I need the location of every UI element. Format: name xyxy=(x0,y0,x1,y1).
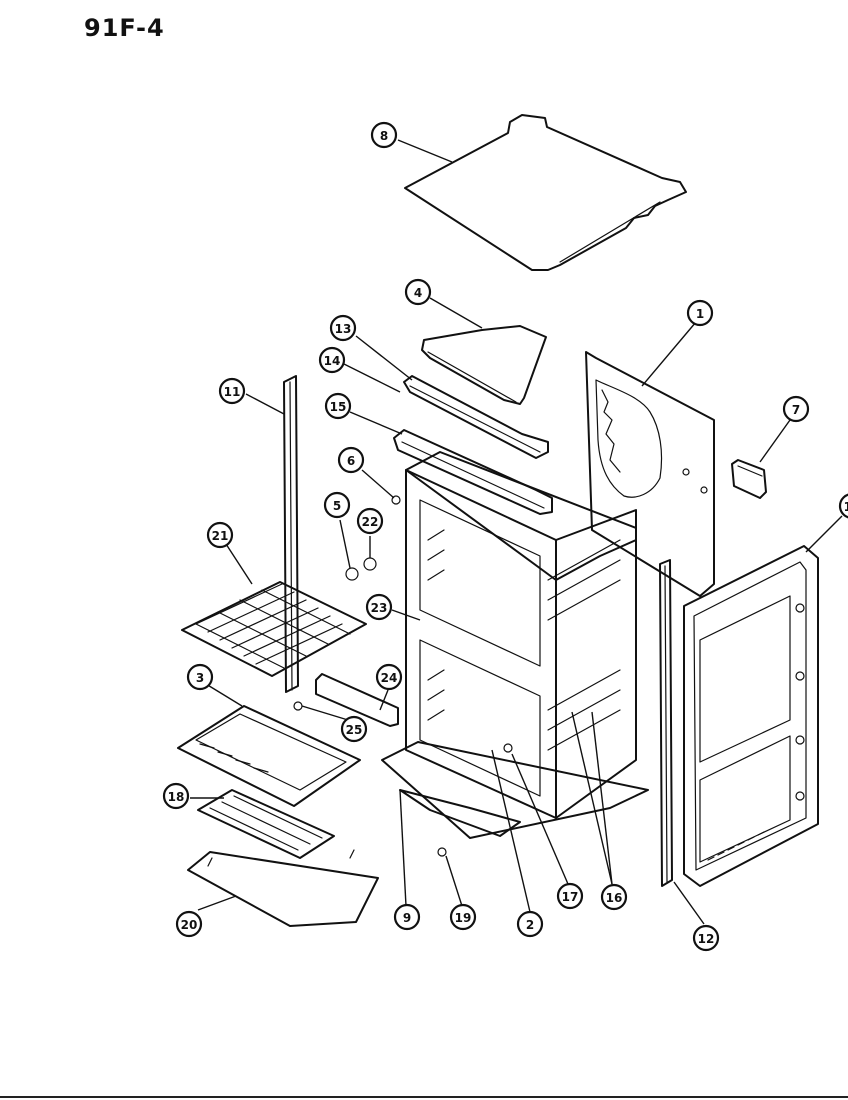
svg-text:14: 14 xyxy=(324,354,341,368)
callout-12: 12 xyxy=(692,924,720,952)
callout-9: 9 xyxy=(393,903,421,931)
long-rail-part xyxy=(283,375,299,693)
deflector-part xyxy=(421,325,547,405)
svg-text:7: 7 xyxy=(792,403,800,417)
callout-23: 23 xyxy=(365,593,393,621)
callout-15: 15 xyxy=(324,392,352,420)
callout-7: 7 xyxy=(782,395,810,423)
svg-text:8: 8 xyxy=(380,129,388,143)
callout-19: 19 xyxy=(449,903,477,931)
callout-25: 25 xyxy=(340,715,368,743)
callout-16: 16 xyxy=(600,883,628,911)
svg-text:13: 13 xyxy=(335,322,352,336)
svg-text:16: 16 xyxy=(606,891,623,905)
oven-cabinet-part xyxy=(381,451,649,839)
svg-text:24: 24 xyxy=(381,671,398,685)
top-panel-part xyxy=(404,114,687,271)
svg-text:6: 6 xyxy=(347,454,355,468)
broiler-insert-part xyxy=(197,789,335,859)
callout-21: 21 xyxy=(206,521,234,549)
page-title: 91F-4 xyxy=(84,14,165,42)
callout-2: 2 xyxy=(516,910,544,938)
front-panel-part xyxy=(683,545,819,887)
broiler-pan-part xyxy=(177,705,361,807)
side-panel-part xyxy=(585,351,715,597)
bottom-rule xyxy=(0,1096,848,1098)
oven-rack-part xyxy=(181,581,367,677)
svg-text:18: 18 xyxy=(168,790,185,804)
top-brackets-part xyxy=(393,375,553,515)
svg-text:2: 2 xyxy=(526,918,534,932)
svg-text:10: 10 xyxy=(844,500,848,514)
svg-text:17: 17 xyxy=(562,890,579,904)
svg-text:15: 15 xyxy=(330,400,347,414)
leader-lines xyxy=(190,139,843,925)
callout-8: 8 xyxy=(370,121,398,149)
svg-text:22: 22 xyxy=(362,515,379,529)
svg-text:4: 4 xyxy=(414,286,422,300)
svg-text:23: 23 xyxy=(371,601,388,615)
callout-22: 22 xyxy=(356,507,384,535)
callout-1: 1 xyxy=(686,299,714,327)
svg-text:21: 21 xyxy=(212,529,229,543)
svg-text:9: 9 xyxy=(403,911,411,925)
callout-5: 5 xyxy=(323,491,351,519)
callout-14: 14 xyxy=(318,346,346,374)
callout-17: 17 xyxy=(556,882,584,910)
callout-18: 18 xyxy=(162,782,190,810)
svg-text:20: 20 xyxy=(181,918,198,932)
tall-rail-part xyxy=(659,559,673,887)
svg-text:3: 3 xyxy=(196,671,204,685)
callout-20: 20 xyxy=(175,910,203,938)
drip-tray-part xyxy=(187,849,379,927)
small-bracket-part xyxy=(731,459,767,499)
svg-text:25: 25 xyxy=(346,723,363,737)
svg-text:11: 11 xyxy=(224,385,241,399)
svg-text:12: 12 xyxy=(698,932,715,946)
small-fasteners-part xyxy=(293,495,513,857)
callout-11: 11 xyxy=(218,377,246,405)
callout-3: 3 xyxy=(186,663,214,691)
svg-text:1: 1 xyxy=(696,307,704,321)
svg-text:5: 5 xyxy=(333,499,341,513)
svg-text:19: 19 xyxy=(455,911,472,925)
callout-4: 4 xyxy=(404,278,432,306)
bracket-part xyxy=(315,673,399,727)
callout-13: 13 xyxy=(329,314,357,342)
callout-24: 24 xyxy=(375,663,403,691)
callout-10: 10 xyxy=(838,493,848,519)
callout-6: 6 xyxy=(337,446,365,474)
